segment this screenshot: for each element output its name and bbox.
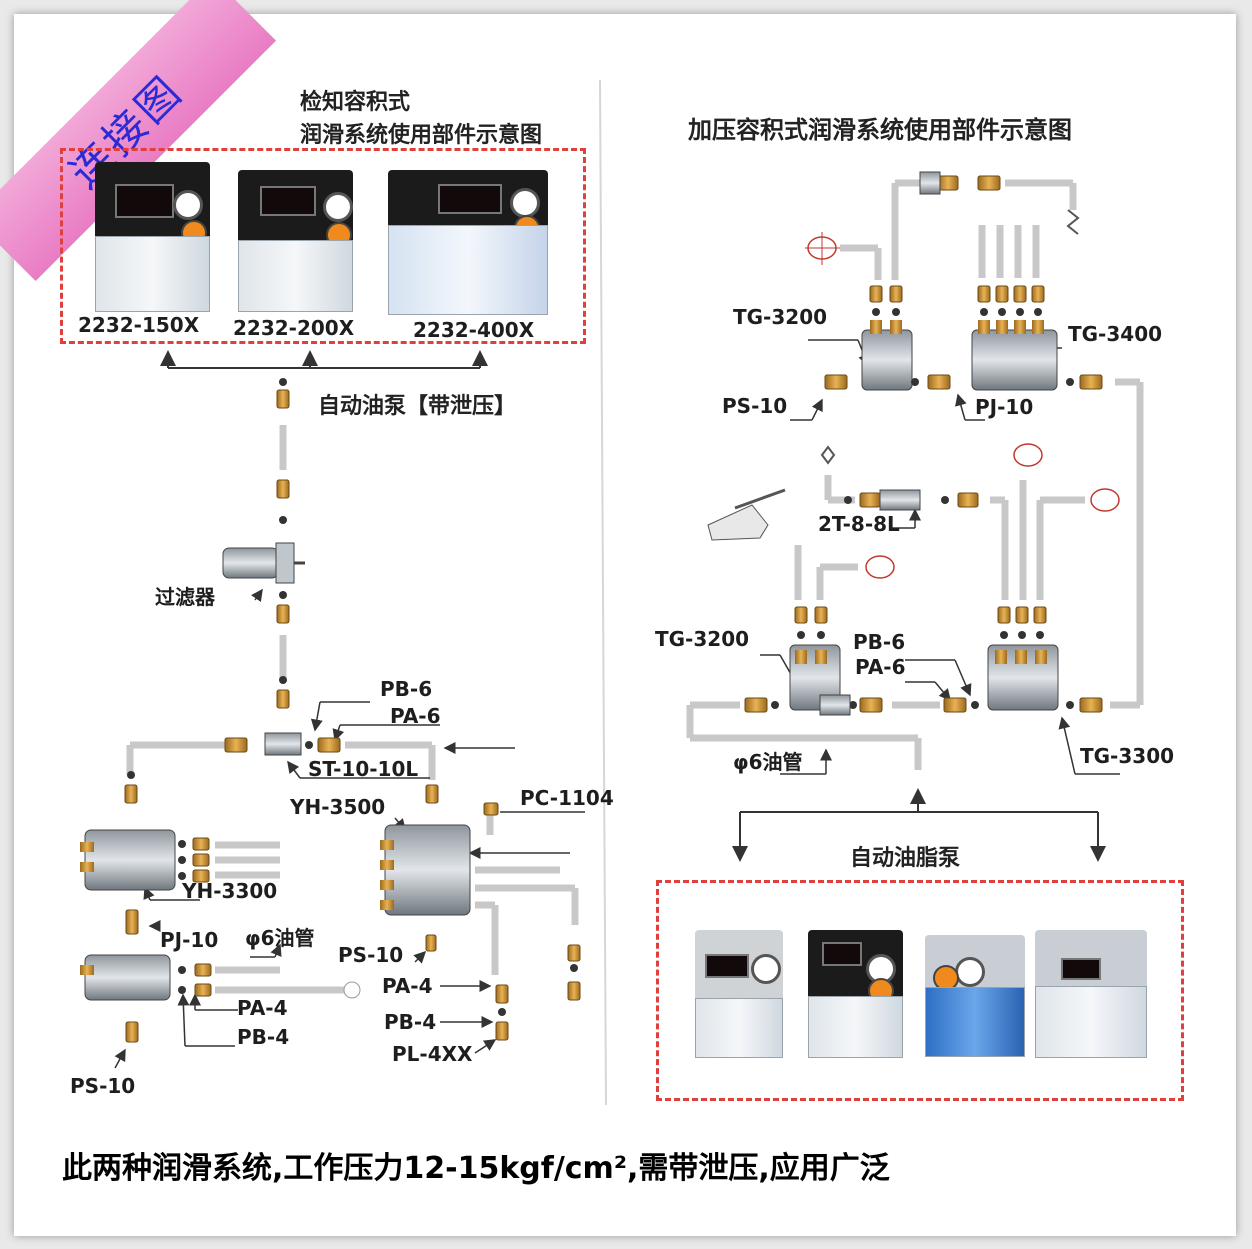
label-tube-left: φ6油管 [245,926,315,950]
label-pa6-left: PA-6 [390,704,441,728]
label-yh3500: YH-3500 [290,795,386,819]
right-pump-frame [656,880,1184,1101]
distributor-tg3300-icon [987,644,1059,711]
right-pump-caption: 自动油脂泵 [850,846,961,871]
label-tg3300: TG-3300 [1080,744,1175,768]
pump-2232-400x-image [388,170,548,315]
pump-2232-200x-image [238,170,353,312]
pump-label-150x: 2232-150X [78,313,200,337]
distributor-tg3200-bottom-icon [789,644,841,711]
left-title-line1: 检知容积式 [300,90,411,115]
pump-2232-150x-image [95,162,210,312]
label-ps10-mid: PS-10 [338,943,404,967]
distributor-yh3500-icon [380,824,471,916]
label-ps10-bottom: PS-10 [70,1074,136,1098]
left-pump-frame [60,148,586,344]
center-divider [599,79,607,1106]
right-fittings [744,175,1103,713]
distributor-tg3200-top-icon [861,320,913,391]
left-pipes [126,425,579,994]
label-pb4-b: PB-4 [237,1025,290,1049]
filter-icon [222,542,305,584]
tee-fittings-right-icon [819,171,941,716]
label-pb4-a: PB-4 [384,1010,437,1034]
label-pj10-right: PJ-10 [975,395,1034,419]
right-title: 加压容积式润滑系统使用部件示意图 [688,116,1072,144]
label-pj10-left: PJ-10 [160,928,219,952]
left-pump-caption: 自动油泵【带泄压】 [318,394,517,419]
label-pa6-right: PA-6 [855,655,906,679]
label-ps10-right: PS-10 [722,394,788,418]
grease-pump-3-image [925,935,1025,1057]
right-pipes [686,179,1144,770]
distributor-yh3300-icon [80,829,176,891]
label-pc1104: PC-1104 [520,786,614,810]
grease-pump-4-image [1035,930,1147,1058]
label-pa4-a: PA-4 [382,974,433,998]
label-pb6-left: PB-6 [380,677,433,701]
manual-pump-icon [707,488,786,541]
label-pl4xx: PL-4XX [392,1042,473,1066]
label-tg3200-top: TG-3200 [733,305,828,329]
valve-icon [1066,209,1080,235]
label-tube-right: φ6油管 [733,750,803,774]
distributor-tg3400-icon [971,320,1058,391]
left-title-line2: 润滑系统使用部件示意图 [300,123,543,148]
left-pump-bracket [160,350,488,369]
tee-fitting-st-icon [264,732,302,756]
pump-label-200x: 2232-200X [233,316,355,340]
vent-icon [820,445,836,465]
right-small-dots [771,308,1074,709]
grease-pump-2-image [808,930,903,1058]
label-st-10-10l: ST-10-10L [308,757,419,781]
plug-pl4xx-icon [343,981,361,999]
label-2t-8-8l: 2T-8-8L [818,512,900,536]
left-small-dots [127,378,578,1016]
distributor-pj10-icon [80,954,171,1001]
diagram-frame: 连接图 [0,0,1236,1236]
pump-label-400x: 2232-400X [413,318,535,342]
grease-pump-1-image [695,930,783,1058]
label-tg3200-bottom: TG-3200 [655,627,750,651]
check-valve-icons [805,232,1120,579]
label-yh3300: YH-3300 [182,879,278,903]
right-pump-bracket [732,788,1106,862]
label-tg3400: TG-3400 [1068,322,1163,346]
label-pa4-b: PA-4 [237,996,288,1020]
label-pb6-right: PB-6 [853,630,906,654]
left-fittings [124,389,581,1043]
footer-caption: 此两种润滑系统,工作压力12-15kgf/cm²,需带泄压,应用广泛 [62,1151,890,1186]
label-filter: 过滤器 [155,585,215,609]
